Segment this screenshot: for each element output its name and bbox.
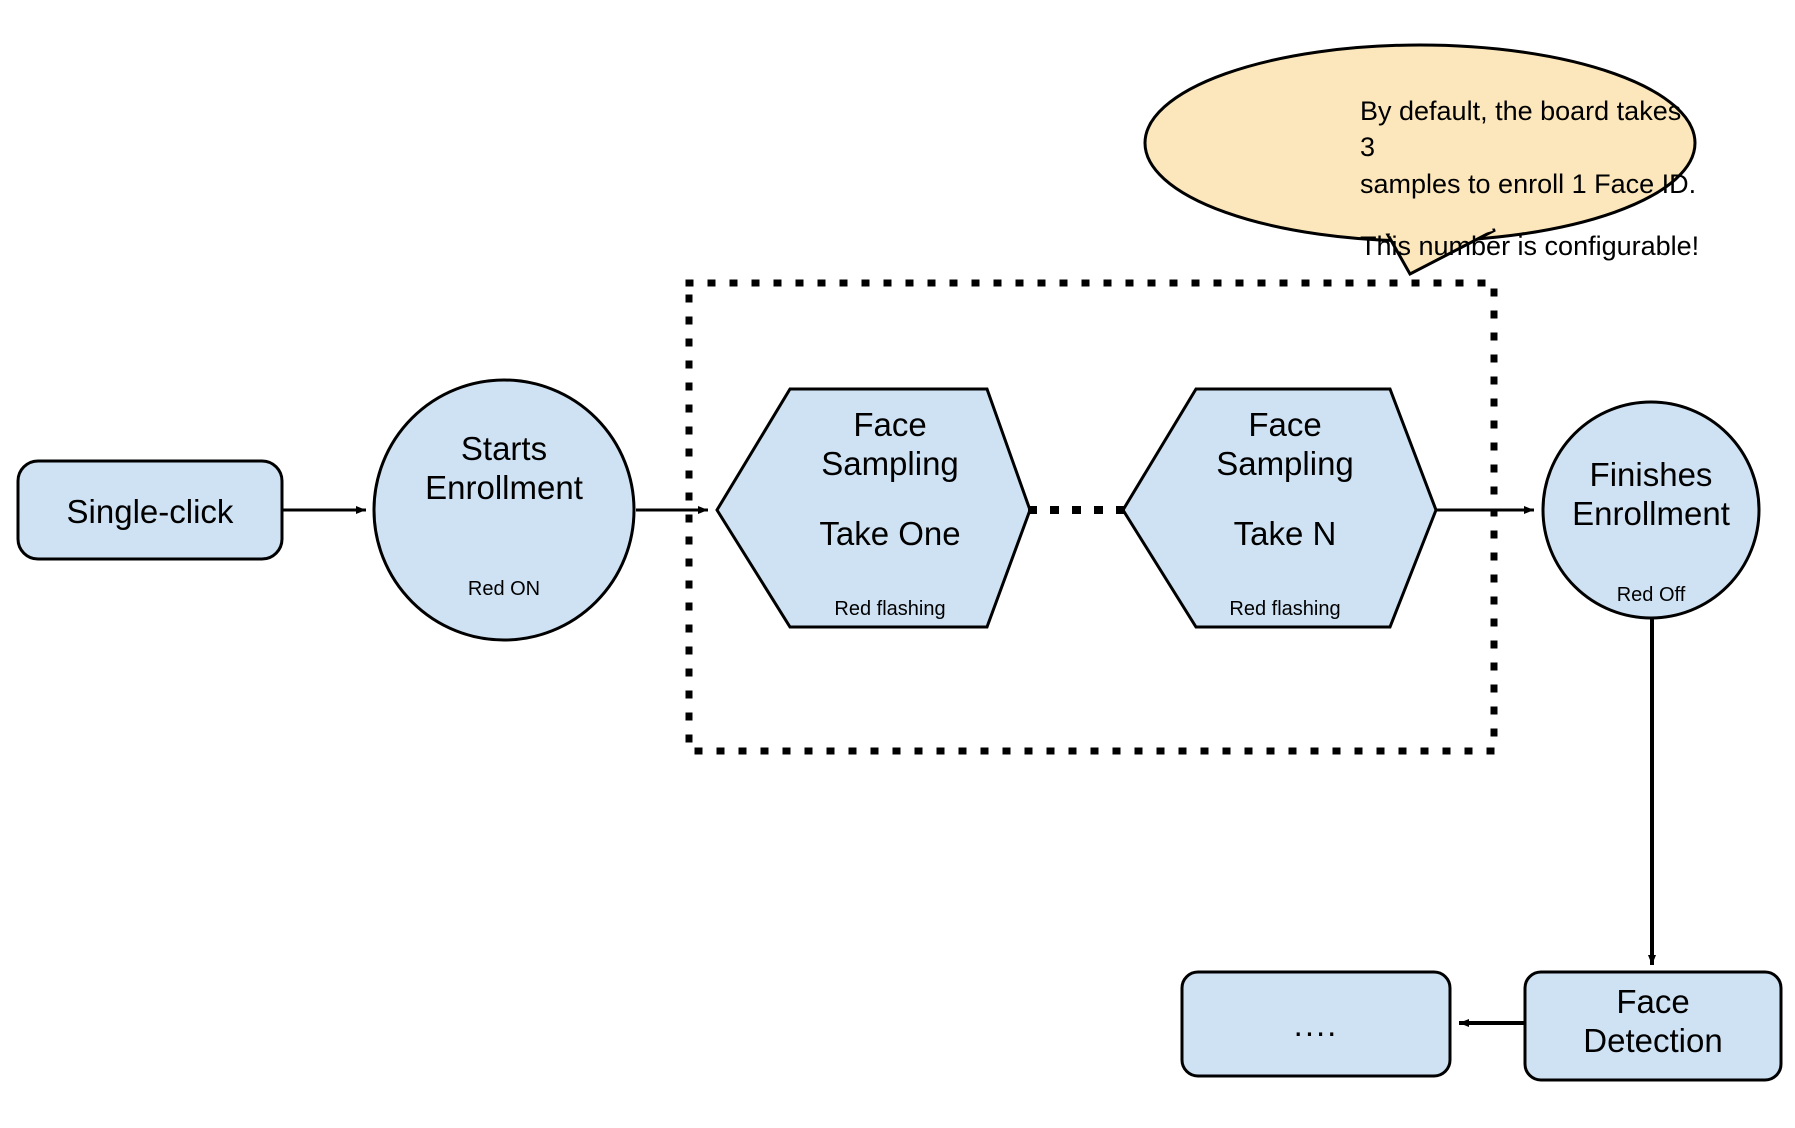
- finishes-enrollment-node[interactable]: [1541, 400, 1761, 620]
- starts-enrollment-node[interactable]: [372, 378, 636, 642]
- callout-text-block: By default, the board takes 3 samples to…: [1360, 93, 1700, 265]
- callout-tail-mask: [1389, 225, 1493, 240]
- callout-line-2: samples to enroll 1 Face ID.: [1360, 168, 1697, 199]
- face-detection-node[interactable]: [1523, 970, 1783, 1082]
- callout-line-1: By default, the board takes 3: [1360, 96, 1682, 163]
- face-sampling-one-node[interactable]: [715, 387, 1032, 629]
- sampling-group-box: [685, 279, 1498, 755]
- ellipsis-node[interactable]: [1180, 970, 1452, 1078]
- single-click-node[interactable]: [16, 459, 284, 561]
- callout-spacer: [1360, 202, 1700, 228]
- face-sampling-n-node[interactable]: [1121, 387, 1438, 629]
- callout-line-3: This number is configurable!: [1360, 231, 1700, 262]
